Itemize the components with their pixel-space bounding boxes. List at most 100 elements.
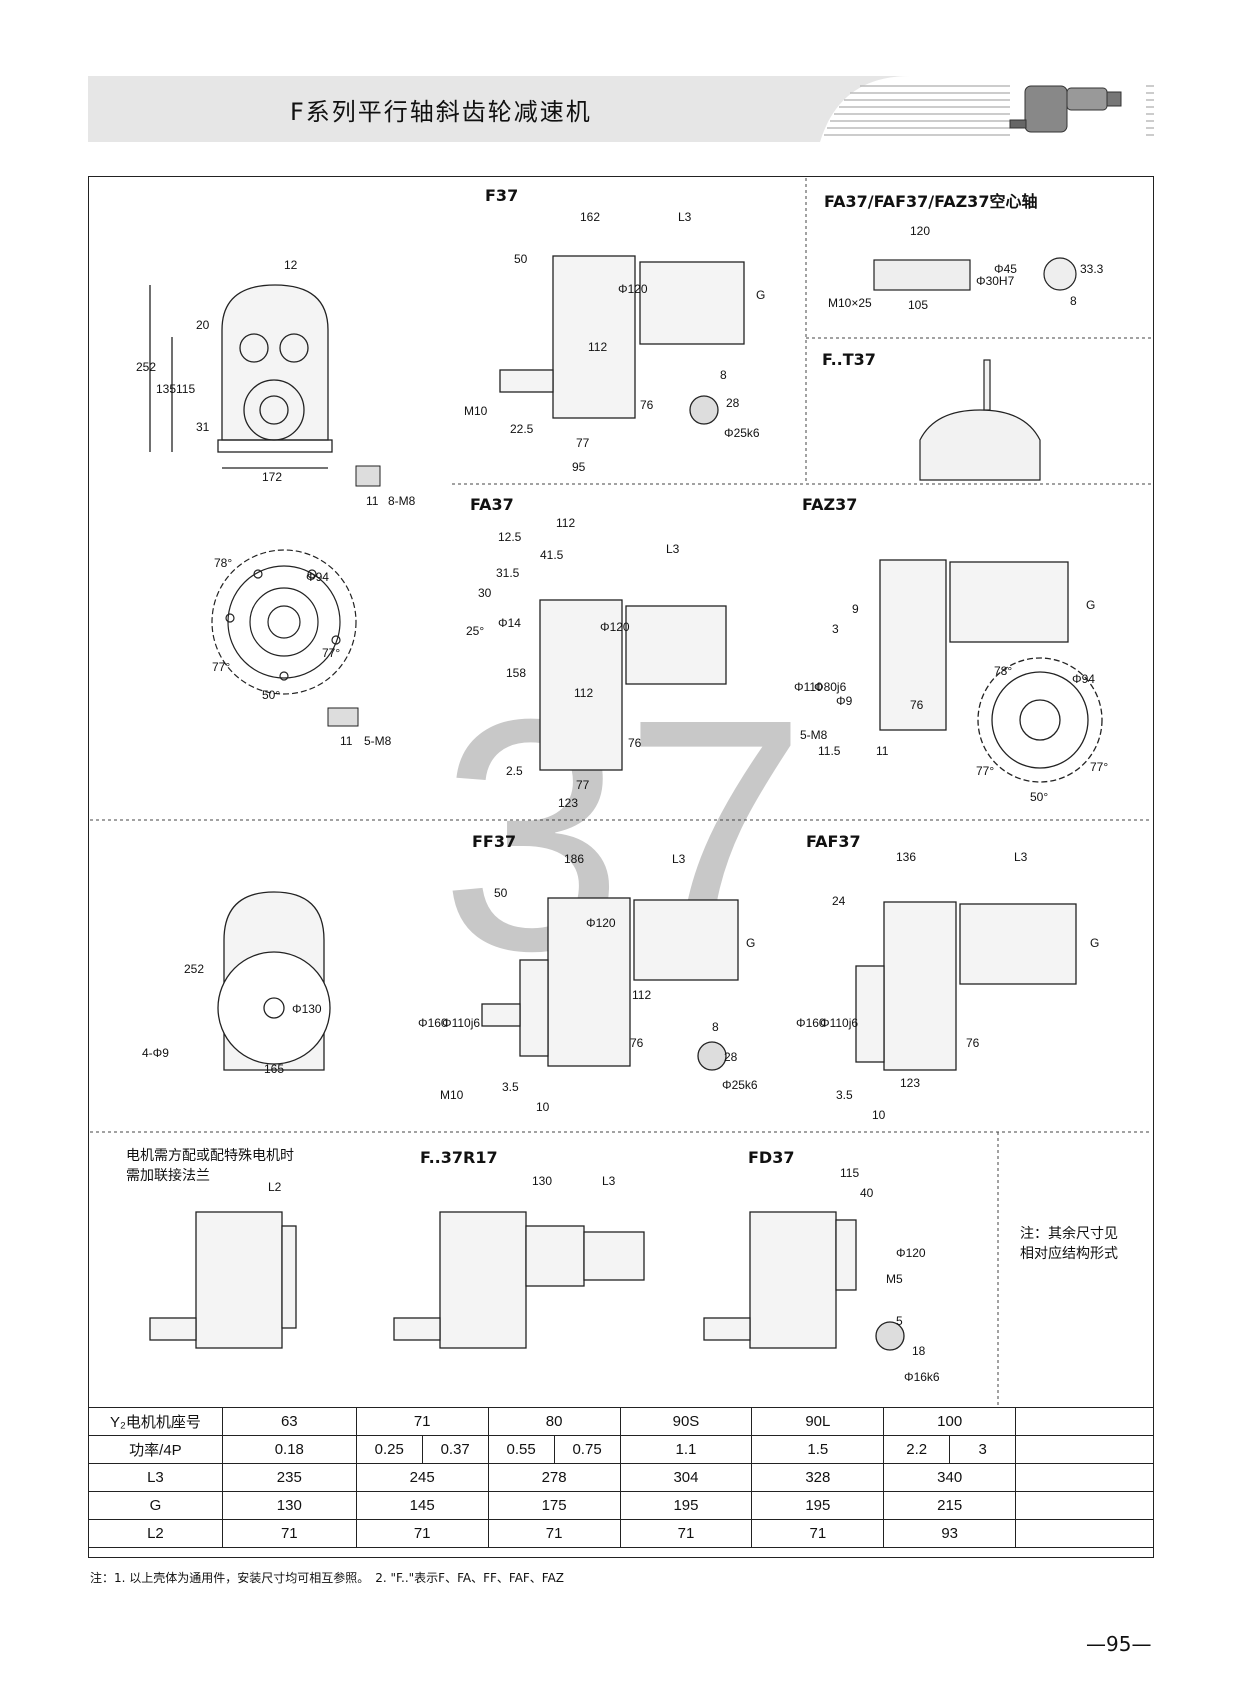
dim-label: Φ110j6 (442, 1016, 481, 1030)
dim-label: 30 (478, 586, 492, 600)
dim-label: 76 (966, 1036, 980, 1050)
dim-label: 10 (536, 1100, 550, 1114)
key-detail-2 (327, 707, 359, 727)
label-fa37: FA37 (470, 495, 514, 514)
dim-label: 11 (366, 494, 379, 508)
dim-label: G (1090, 936, 1100, 950)
dim-label: 4-Φ9 (142, 1046, 169, 1060)
dim-label: 9 (852, 602, 859, 616)
dim-label: M10×25 (828, 296, 872, 310)
motor-note: 电机需方配或配特殊电机时 需加联接法兰 (126, 1148, 294, 1184)
dim-label: 18 (912, 1344, 926, 1358)
table-row: Y₂电机机座号 63 71 80 90S 90L 100 (88, 1407, 1154, 1436)
dim-label: 76 (640, 398, 654, 412)
dim-label: 95 (572, 460, 586, 474)
dim-label: 50 (514, 252, 528, 266)
dim-label: 76 (910, 698, 924, 712)
dim-label: 28 (724, 1050, 738, 1064)
dim-label: 22.5 (510, 422, 534, 436)
dim-label: 172 (262, 470, 283, 484)
motor-flange-view (149, 1211, 297, 1349)
dim-label: 252 (184, 962, 205, 976)
dim-label: 123 (900, 1076, 921, 1090)
dim-label: Φ16k6 (904, 1370, 940, 1384)
dim-label: L3 (602, 1174, 616, 1188)
table-row: G 130 145 175 195 195 215 (88, 1491, 1154, 1520)
dim-label: 3.5 (502, 1080, 519, 1094)
dim-label: G (746, 936, 756, 950)
dim-label: 158 (506, 666, 527, 680)
dim-label: 8-M8 (388, 494, 416, 508)
ff37-front-view (217, 891, 331, 1071)
dim-label: Φ120 (586, 916, 616, 930)
dim-label: 41.5 (540, 548, 564, 562)
dim-label: 40 (860, 1186, 874, 1200)
page-number: —95— (1086, 1632, 1152, 1656)
dim-label: 10 (872, 1108, 886, 1122)
dim-label: 112 (574, 686, 594, 700)
dim-label: 78° (994, 664, 1013, 678)
dim-label: Φ14 (498, 616, 521, 630)
fa-hollow-shaft-view (873, 257, 1077, 291)
dim-label: Φ120 (600, 620, 630, 634)
dim-label: 5-M8 (800, 728, 828, 742)
label-faf37: FAF37 (806, 832, 861, 851)
dim-label: Φ94 (306, 570, 329, 584)
dim-label: 112 (556, 516, 576, 530)
dim-label: 50° (1030, 790, 1049, 804)
key-detail-1 (355, 465, 381, 487)
dim-label: 252 (136, 360, 157, 374)
dim-label: 136 (896, 850, 917, 864)
dim-label: 11 (340, 734, 353, 748)
dim-label: 5 (896, 1314, 903, 1328)
fa37-side-view (539, 599, 727, 771)
dim-label: 12 (284, 258, 298, 272)
dim-label: 115 (176, 382, 196, 396)
dim-label: 186 (564, 852, 585, 866)
dim-label: 11.5 (818, 744, 841, 758)
dim-label: 20 (196, 318, 210, 332)
dim-label: 76 (630, 1036, 644, 1050)
dim-label: M10 (464, 404, 488, 418)
label-f37: F37 (485, 186, 519, 205)
dim-label: 50 (494, 886, 508, 900)
fd37-view (703, 1211, 905, 1351)
faf37-side-view (855, 901, 1077, 1071)
dim-label: Φ45 (994, 262, 1017, 276)
dim-label: 112 (588, 340, 608, 354)
dim-label: 3.5 (836, 1088, 853, 1102)
dim-label: 11 (876, 744, 889, 758)
gearbox-photo-icon (1009, 85, 1122, 133)
dim-label: 165 (264, 1062, 285, 1076)
dim-label: Φ30H7 (976, 274, 1015, 288)
label-faz37: FAZ37 (802, 495, 858, 514)
dim-label: 130 (532, 1174, 553, 1188)
dim-label: Φ25k6 (722, 1078, 758, 1092)
dim-label: 5-M8 (364, 734, 392, 748)
table-row: L2 71 71 71 71 71 93 (88, 1519, 1154, 1548)
dim-label: Φ80j6 (814, 680, 847, 694)
dim-label: 77° (976, 764, 995, 778)
dim-label: M10 (440, 1088, 464, 1102)
header-stripes (820, 76, 1154, 142)
dim-label: 112 (632, 988, 652, 1002)
dim-label: Φ110j6 (820, 1016, 859, 1030)
dim-label: Φ160 (418, 1016, 448, 1030)
dim-label: 105 (908, 298, 929, 312)
table-row: 功率/4P 0.18 0.25 0.37 0.55 0.75 1.1 1.5 2… (88, 1435, 1154, 1464)
dim-label: L2 (268, 1180, 282, 1194)
dim-label: 31 (196, 420, 210, 434)
dim-label: 8 (1070, 294, 1077, 308)
dim-label: 120 (910, 224, 931, 238)
table-row: L3 235 245 278 304 328 340 (88, 1463, 1154, 1492)
dim-label: 8 (712, 1020, 719, 1034)
dim-label: G (1086, 598, 1096, 612)
ff37-side-view (481, 897, 739, 1071)
dim-label: 50° (262, 688, 281, 702)
dim-label: L3 (672, 852, 686, 866)
label-fd37: FD37 (748, 1148, 795, 1167)
dim-label: 78° (214, 556, 233, 570)
fa37-flange-view (211, 549, 357, 695)
dim-label: 135 (156, 382, 177, 396)
